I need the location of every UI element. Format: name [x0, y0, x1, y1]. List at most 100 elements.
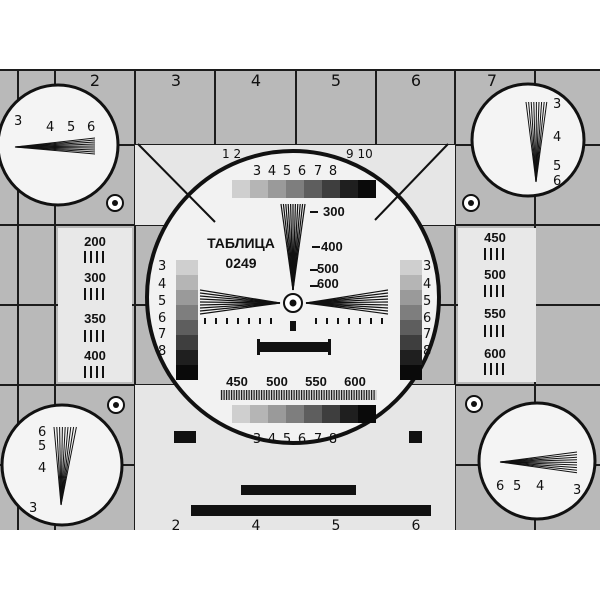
- gray-step: [250, 180, 268, 198]
- frequency-label: 450: [226, 374, 248, 389]
- frequency-line: [368, 390, 370, 400]
- frequency-line: [246, 390, 248, 400]
- right-gray-bar: [400, 260, 422, 380]
- resolution-bar: [496, 325, 498, 337]
- bottom-ruler-label: 5: [332, 518, 341, 534]
- corner-label: 4: [536, 479, 544, 494]
- gray-step: [400, 260, 422, 275]
- gray-step: [176, 290, 198, 305]
- gray-step: [176, 320, 198, 335]
- frequency-line: [313, 390, 315, 400]
- resolution-bar: [502, 363, 504, 375]
- gray-step: [304, 405, 322, 423]
- wedge-line: [499, 461, 578, 474]
- left-resolution-column: 200 300 350 400: [58, 228, 132, 382]
- resolution-bar: [90, 251, 92, 263]
- resolution-bar: [496, 363, 498, 375]
- gray-step: [176, 260, 198, 275]
- gray-scale-number: 6: [298, 164, 306, 179]
- frequency-line: [251, 390, 253, 400]
- resolution-bar: [484, 285, 486, 297]
- scale-number: 3: [423, 259, 431, 274]
- bottom-black-bar: [191, 505, 431, 516]
- vertical-wedge-labels: 300 400 500 600: [317, 204, 345, 291]
- gray-step: [400, 350, 422, 365]
- resolution-bar: [102, 251, 104, 263]
- frequency-line: [256, 390, 258, 400]
- top-ruler-label: 2: [90, 71, 100, 90]
- frequency-line: [241, 390, 243, 400]
- frequency-line: [373, 390, 375, 400]
- frequency-line: [221, 390, 223, 400]
- frequency-line: [361, 390, 363, 400]
- bottom-ruler-label: 4: [252, 518, 261, 534]
- top-ruler-label: 7: [487, 71, 497, 90]
- gray-step: [400, 365, 422, 380]
- gray-step: [286, 180, 304, 198]
- frequency-line: [271, 390, 273, 400]
- frequency-line: [283, 390, 285, 400]
- scale-number: 3: [158, 259, 166, 274]
- wedge-line: [535, 101, 548, 183]
- corner-label: 6: [38, 425, 46, 440]
- gray-step: [400, 335, 422, 350]
- frequency-line: [286, 390, 288, 400]
- gray-scale-number: 3: [253, 164, 261, 179]
- left-column-label: 400: [84, 348, 106, 363]
- wedge-label: 400: [321, 239, 343, 254]
- frequency-line: [308, 390, 310, 400]
- frequency-line: [238, 390, 240, 400]
- scale-number: 7: [423, 327, 431, 342]
- frequency-line: [306, 390, 308, 400]
- center-circle: 1 2 9 10 3 4 5 6 7 8 ТАБЛИЦА 0249 300 40…: [137, 143, 449, 447]
- center-bullseye: [283, 293, 303, 313]
- frequency-line: [253, 390, 255, 400]
- corner-label: 3: [14, 114, 22, 129]
- corner-label: 6: [496, 479, 504, 494]
- gray-step: [340, 180, 358, 198]
- bottom-gray-scale: [232, 405, 376, 423]
- resolution-bar: [84, 366, 86, 378]
- gray-step: [358, 180, 376, 198]
- resolution-bar: [484, 363, 486, 375]
- frequency-line: [353, 390, 355, 400]
- gray-scale-number: 3: [253, 432, 261, 447]
- corner-label: 5: [513, 479, 521, 494]
- frequency-line: [371, 390, 373, 400]
- frequency-line: [266, 390, 268, 400]
- resolution-bar: [90, 330, 92, 342]
- corner-label: 5: [553, 159, 561, 174]
- frequency-labels: 450 500 550 600: [226, 374, 366, 389]
- resolution-bar: [84, 288, 86, 300]
- gray-scale-number: 4: [268, 164, 276, 179]
- top-ruler-label: 3: [171, 71, 181, 90]
- scale-number: 8: [423, 344, 431, 359]
- gray-scale-number: 7: [314, 432, 322, 447]
- frequency-line: [296, 390, 298, 400]
- chart-number: 0249: [225, 255, 256, 271]
- gray-step: [176, 335, 198, 350]
- top-ruler-label: 6: [411, 71, 421, 90]
- scale-number: 4: [423, 277, 431, 292]
- frequency-label: 500: [266, 374, 288, 389]
- frequency-line: [348, 390, 350, 400]
- corner-label: 5: [38, 439, 46, 454]
- center-black-bar-end: [328, 339, 331, 355]
- corner-label: 3: [553, 97, 561, 112]
- scale-number: 7: [158, 327, 166, 342]
- resolution-bar: [84, 330, 86, 342]
- frequency-line: [336, 390, 338, 400]
- corner-circle-bottom-right: 6 5 4 3: [477, 401, 597, 521]
- bullseye-bottom-right: [465, 395, 483, 413]
- resolution-bar: [90, 288, 92, 300]
- gray-step: [176, 275, 198, 290]
- corner-label: 4: [38, 461, 46, 476]
- left-column-label: 200: [84, 234, 106, 249]
- frequency-line: [288, 390, 290, 400]
- frequency-line: [316, 390, 318, 400]
- gray-step: [268, 405, 286, 423]
- frequency-line: [248, 390, 250, 400]
- resolution-bar: [96, 251, 98, 263]
- frequency-line: [366, 390, 368, 400]
- gray-scale-number: 7: [314, 164, 322, 179]
